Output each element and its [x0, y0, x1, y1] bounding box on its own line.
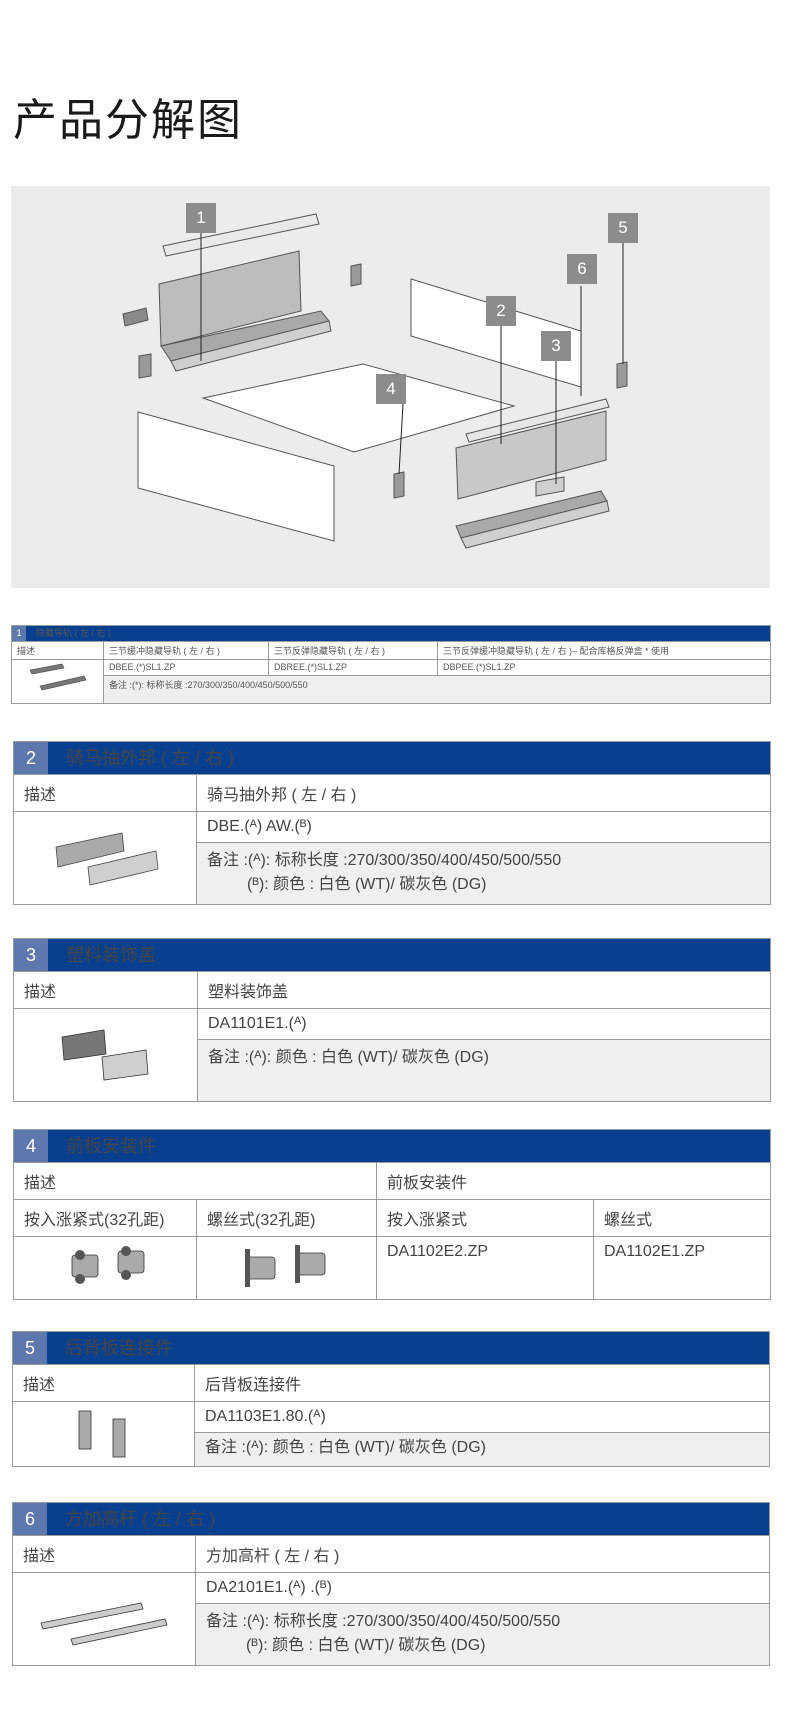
- product-thumbnail: [11, 659, 104, 704]
- note-line-1: 备注 :(ᴬ): 标称长度 :270/300/350/400/450/500/5…: [206, 1613, 561, 1630]
- table-header: 1 隐藏导轨 ( 左 / 右 ): [11, 625, 771, 642]
- desc-label: 描述: [13, 1162, 377, 1200]
- product-thumbnail: [196, 1236, 377, 1300]
- product-thumbnail: [12, 1401, 195, 1467]
- table-header: 5 后背板连接件: [12, 1331, 770, 1365]
- spec-table-2: 2 骑马抽外邦 ( 左 / 右 ) 描述 骑马抽外邦 ( 左 / 右 ) DBE.…: [13, 741, 771, 905]
- desc-label: 描述: [13, 971, 198, 1009]
- section-title: 塑料装饰盖: [66, 945, 156, 965]
- callout-6: 6: [567, 254, 597, 284]
- spec-table-5: 5 后背板连接件 描述 后背板连接件 DA1103E1.80.(ᴬ) 备注 :(ᴬ…: [12, 1331, 770, 1467]
- callout-3: 3: [541, 331, 571, 361]
- product-name: 后背板连接件: [194, 1364, 770, 1402]
- product-name: 方加高杆 ( 左 / 右 ): [195, 1535, 770, 1573]
- section-number: 2: [14, 742, 48, 774]
- note-line-1: 备注 :(ᴬ): 标称长度 :270/300/350/400/450/500/5…: [207, 852, 562, 869]
- section-number: 5: [13, 1332, 47, 1364]
- product-code: DA1102E2.ZP: [376, 1236, 594, 1300]
- note: 备注 :(ᴬ): 标称长度 :270/300/350/400/450/500/5…: [196, 842, 771, 905]
- section-number: 4: [14, 1130, 48, 1162]
- product-code: DA2101E1.(ᴬ) .(ᴮ): [195, 1572, 770, 1604]
- table-header: 3 塑料装饰盖: [13, 938, 771, 972]
- note: 备注 :(*): 标称长度 :270/300/350/400/450/500/5…: [103, 675, 771, 704]
- section-title: 骑马抽外邦 ( 左 / 右 ): [66, 748, 234, 768]
- exploded-diagram: 1 2 3 4 5 6: [11, 186, 770, 588]
- note-line-2: (ᴮ): 颜色 : 白色 (WT)/ 碳灰色 (DG): [247, 876, 487, 893]
- note-line-1: 备注 :(ᴬ): 颜色 : 白色 (WT)/ 碳灰色 (DG): [205, 1439, 486, 1456]
- variant-code: DBPEE.(*)SL1.ZP: [437, 659, 771, 676]
- press-fitting-thumbnail-icon: [71, 1246, 145, 1284]
- product-thumbnail: [13, 1236, 197, 1300]
- callout-4: 4: [376, 374, 406, 404]
- product-name: 骑马抽外邦 ( 左 / 右 ): [196, 774, 771, 812]
- spec-table-3: 3 塑料装饰盖 描述 塑料装饰盖 DA1101E1.(ᴬ) 备注 :(ᴬ): 颜色…: [13, 938, 771, 1102]
- product-thumbnail: [13, 811, 197, 905]
- spec-table-1: 1 隐藏导轨 ( 左 / 右 ) 描述 三节缓冲隐藏导轨 ( 左 / 右 ) 三节…: [11, 625, 771, 704]
- drawer-exploded-illustration: [122, 213, 628, 549]
- callout-1: 1: [186, 203, 216, 233]
- section-title: 隐藏导轨 ( 左 / 右 ): [36, 628, 111, 638]
- callout-2: 2: [486, 296, 516, 326]
- variant-code: DBEE.(*)SL1.ZP: [103, 659, 269, 676]
- variant-name: 三节反弹缓冲隐藏导轨 ( 左 / 右 )– 配合库格反弹盒 * 使用: [437, 641, 771, 660]
- product-code: DA1103E1.80.(ᴬ): [194, 1401, 770, 1433]
- table-header: 6 方加高杆 ( 左 / 右 ): [12, 1502, 770, 1536]
- desc-label: 描述: [13, 774, 197, 812]
- note-line-1: 备注 :(ᴬ): 颜色 : 白色 (WT)/ 碳灰色 (DG): [208, 1049, 489, 1066]
- side-panel-thumbnail-icon: [55, 832, 159, 886]
- product-code: DA1101E1.(ᴬ): [197, 1008, 771, 1040]
- section-number: 1: [12, 626, 26, 641]
- type-label-short: 螺丝式: [593, 1199, 771, 1237]
- page-title: 产品分解图: [13, 95, 243, 146]
- type-label-short: 按入涨紧式: [376, 1199, 594, 1237]
- section-number: 6: [13, 1503, 47, 1535]
- note: 备注 :(ᴬ): 标称长度 :270/300/350/400/450/500/5…: [195, 1603, 770, 1666]
- variant-name: 三节缓冲隐藏导轨 ( 左 / 右 ): [103, 641, 269, 660]
- callout-5: 5: [608, 213, 638, 243]
- product-thumbnail: [13, 1008, 198, 1102]
- product-code: DBE.(ᴬ) AW.(ᴮ): [196, 811, 771, 843]
- gallery-rail-thumbnail-icon: [40, 1602, 168, 1646]
- note: 备注 :(ᴬ): 颜色 : 白色 (WT)/ 碳灰色 (DG): [197, 1039, 771, 1102]
- note: 备注 :(ᴬ): 颜色 : 白色 (WT)/ 碳灰色 (DG): [194, 1432, 770, 1467]
- desc-label: 描述: [11, 641, 104, 660]
- variant-code: DBREE.(*)SL1.ZP: [268, 659, 438, 676]
- screw-fitting-thumbnail-icon: [245, 1245, 326, 1287]
- runner-thumbnail-icon: [29, 663, 87, 691]
- product-code: DA1102E1.ZP: [593, 1236, 771, 1300]
- section-title: 后背板连接件: [65, 1338, 173, 1358]
- desc-label: 描述: [12, 1364, 195, 1402]
- table-header: 4 前板安装件: [13, 1129, 771, 1163]
- section-number: 3: [14, 939, 48, 971]
- section-title: 前板安装件: [66, 1136, 156, 1156]
- product-thumbnail: [12, 1572, 196, 1666]
- type-label: 螺丝式(32孔距): [196, 1199, 377, 1237]
- cover-thumbnail-icon: [61, 1029, 149, 1081]
- section-title: 方加高杆 ( 左 / 右 ): [65, 1509, 215, 1529]
- note-line-2: (ᴮ): 颜色 : 白色 (WT)/ 碳灰色 (DG): [246, 1637, 486, 1654]
- type-label: 按入涨紧式(32孔距): [13, 1199, 197, 1237]
- desc-label: 描述: [12, 1535, 196, 1573]
- back-connector-thumbnail-icon: [78, 1410, 126, 1458]
- variant-name: 三节反弹隐藏导轨 ( 左 / 右 ): [268, 641, 438, 660]
- table-header: 2 骑马抽外邦 ( 左 / 右 ): [13, 741, 771, 775]
- product-name: 塑料装饰盖: [197, 971, 771, 1009]
- product-name: 前板安装件: [376, 1162, 771, 1200]
- spec-table-4: 4 前板安装件 描述 前板安装件 按入涨紧式(32孔距) 螺丝式(32孔距) 按入…: [13, 1129, 771, 1300]
- spec-table-6: 6 方加高杆 ( 左 / 右 ) 描述 方加高杆 ( 左 / 右 ) DA2101…: [12, 1502, 770, 1666]
